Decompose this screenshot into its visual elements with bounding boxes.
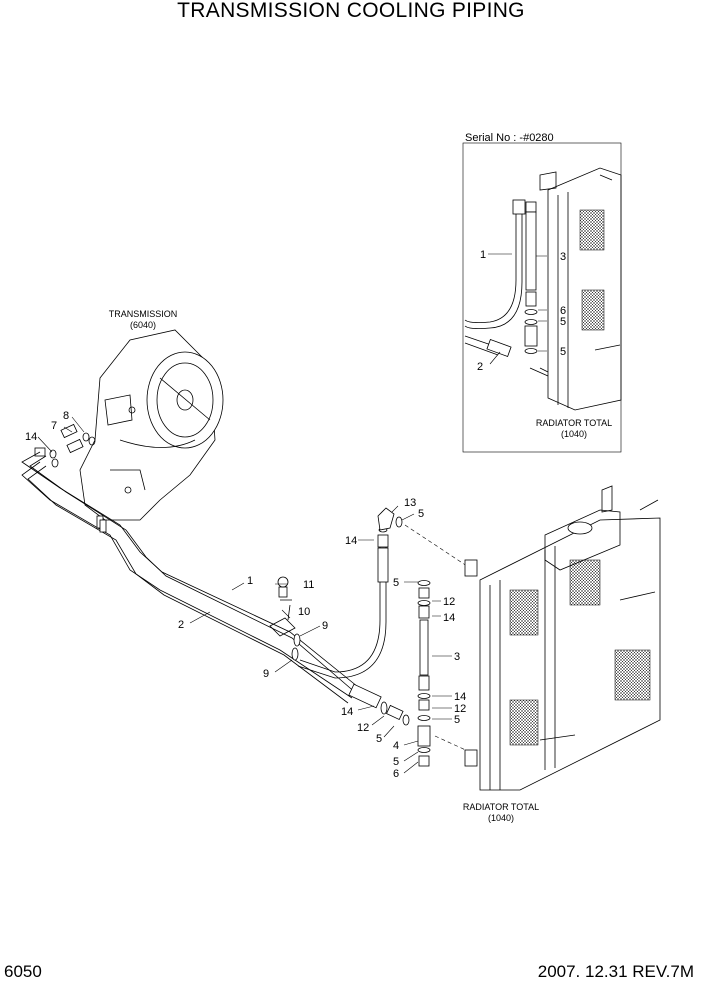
callout-12-b: 12 [454,703,466,715]
inset-hose-3 [524,201,538,354]
inset-radiator-code: (1040) [561,429,587,439]
callout-12-a: 12 [443,596,455,608]
callout-5-a: 5 [418,508,424,520]
callout-14-c: 14 [443,612,455,624]
callout-6: 6 [393,768,399,780]
callout-9-b: 9 [263,668,269,680]
inset-callout-5a: 5 [560,316,566,328]
transmission-code: (6040) [130,320,156,330]
callout-4: 4 [393,740,399,752]
radiator-code: (1040) [488,813,514,823]
revision-date: 2007. 12.31 REV.7M [537,962,694,981]
page-title: TRANSMISSION COOLING PIPING [177,0,525,22]
callout-7: 7 [51,420,57,432]
serial-number: Serial No : -#0280 [465,132,554,144]
callout-9-a: 9 [322,620,328,632]
inset-radiator-drawing [539,167,622,411]
radiator-drawing [464,485,661,791]
callout-5-e: 5 [393,756,399,768]
callout-8: 8 [63,410,69,422]
callout-1: 1 [247,575,253,587]
callout-3: 3 [454,651,460,663]
callout-13: 13 [404,497,416,509]
callout-5-d: 5 [376,733,382,745]
inset-hose-1 [464,199,526,330]
inset-callout-1: 1 [480,249,486,261]
callout-2: 2 [178,619,184,631]
inset-radiator-label: RADIATOR TOTAL [536,418,612,428]
callout-14-b: 14 [345,535,357,547]
callout-10: 10 [298,606,310,618]
callout-12-c: 12 [357,722,369,734]
transmission-label: TRANSMISSION [109,309,178,319]
inset-callout-5b: 5 [560,346,566,358]
vertical-hose-3 [417,580,431,767]
flex-hose [297,507,403,679]
callout-14-e: 14 [341,706,353,718]
callout-11: 11 [303,579,314,591]
transmission-drawing [79,329,224,521]
inset-callout-3: 3 [560,251,566,263]
radiator-label: RADIATOR TOTAL [463,802,539,812]
inset-panel: Serial No : -#0280 1 2 3 6 5 5 RADIATOR … [462,132,622,453]
inset-hose-2 [464,335,549,377]
callout-14-a: 14 [25,431,37,443]
transmission-fittings [34,423,96,468]
callout-5-b: 5 [393,577,399,589]
callout-5-c: 5 [454,714,460,726]
inset-callout-6: 6 [560,305,566,317]
callout-14-d: 14 [454,691,466,703]
inset-callout-2: 2 [477,361,483,373]
page-number: 6050 [4,962,42,981]
pipe-assembly [21,451,410,726]
